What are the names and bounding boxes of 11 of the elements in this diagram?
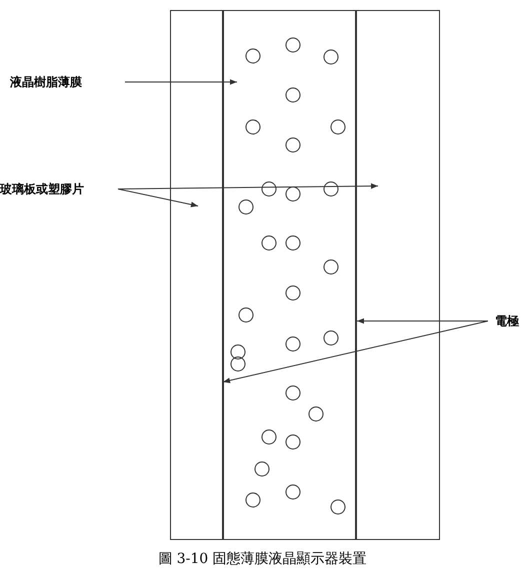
leader-arrow (118, 188, 198, 208)
part-label: 玻璃板或塑膠片 (0, 182, 84, 196)
electrode-line (222, 10, 224, 540)
leader-arrow (124, 79, 238, 85)
electrode-line (355, 10, 356, 540)
leader-arrow (222, 320, 488, 384)
part-label: 液晶樹脂薄膜 (10, 75, 82, 89)
part-label: 電極 (495, 314, 519, 328)
leader-arrow (118, 183, 378, 190)
figure-caption: 圖 3-10 固態薄膜液晶顯示器裝置 (158, 551, 367, 567)
leader-arrow (356, 318, 488, 324)
